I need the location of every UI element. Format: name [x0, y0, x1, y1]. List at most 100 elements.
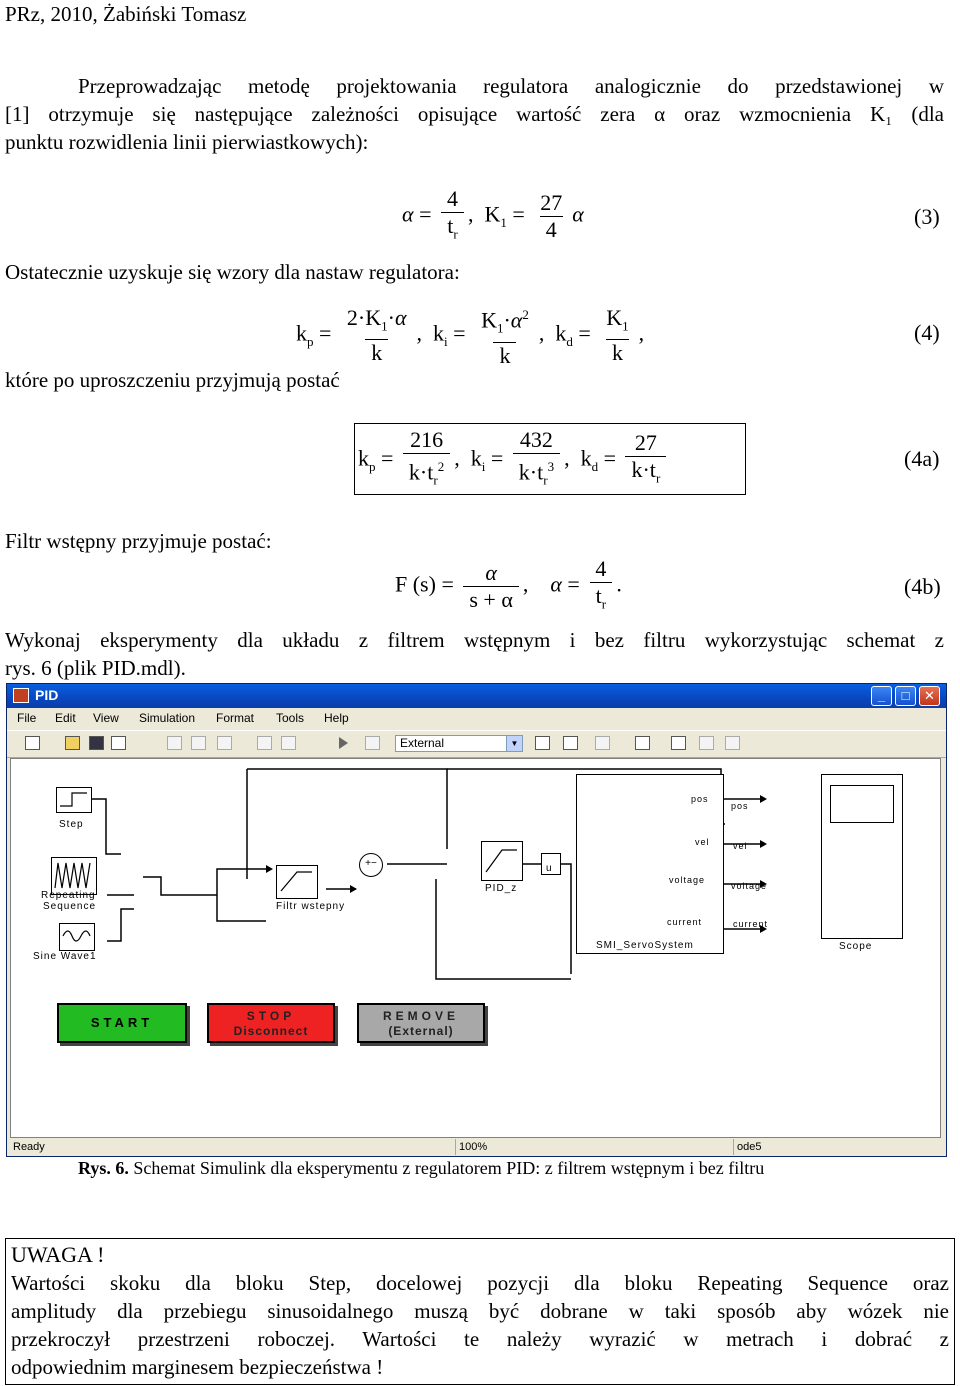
library-browser-icon[interactable]: [635, 736, 650, 750]
equation-4-number: (4): [914, 320, 940, 345]
paste-icon[interactable]: [217, 736, 232, 750]
menu-bar: File Edit View Simulation Format Tools H…: [7, 708, 946, 728]
equation-4b-number: (4b): [904, 574, 941, 599]
copy-icon[interactable]: [191, 736, 206, 750]
stop-label: STOP: [246, 1009, 296, 1023]
chevron-down-icon[interactable]: ▼: [506, 736, 522, 751]
page-header: PRz, 2010, Żabiński Tomasz: [5, 2, 247, 26]
caption-text: Schemat Simulink dla eksperymentu z regu…: [128, 1158, 765, 1178]
menu-tools[interactable]: Tools: [276, 711, 305, 725]
prefilter-block[interactable]: [276, 865, 318, 899]
smi-port-vel: vel: [695, 837, 710, 847]
warning-line-3: przekroczył przestrzeni roboczej. Wartoś…: [11, 1327, 949, 1351]
warning-box: UWAGA ! Wartości skoku dla bloku Step, d…: [5, 1238, 955, 1385]
build-icon[interactable]: [563, 736, 578, 750]
remove-label: REMOVE: [382, 1009, 459, 1023]
intro-line-1: Przeprowadzając metodę projektowania reg…: [78, 74, 944, 98]
scope-label: Scope: [839, 941, 873, 952]
maximize-icon[interactable]: □: [895, 686, 916, 706]
scope-in-current: current: [733, 919, 769, 929]
text-final: Ostatecznie uzyskuje się wzory dla nasta…: [5, 260, 460, 284]
disconnect-label: Disconnect: [233, 1024, 309, 1038]
scope-screen-icon: [830, 785, 894, 823]
window-titlebar[interactable]: PID _ □ ✕: [7, 684, 946, 708]
minimize-icon[interactable]: _: [871, 686, 892, 706]
task-line-1: Wykonaj eksperymenty dla układu z filtre…: [5, 628, 944, 652]
repeating-label-2: Sequence: [43, 901, 97, 912]
smi-port-voltage: voltage: [669, 875, 706, 885]
external-label: (External): [388, 1024, 454, 1038]
new-icon[interactable]: [25, 736, 40, 750]
prefilter-label: Filtr wstepny: [276, 901, 346, 912]
go-to-parent-icon[interactable]: [699, 736, 714, 750]
status-ready: Ready: [13, 1141, 45, 1153]
step-block[interactable]: [56, 787, 92, 813]
intro-line-2: [1] otrzymuje się następujące zależności…: [5, 102, 944, 126]
simulink-app-icon: [13, 688, 29, 703]
scope-in-pos: pos: [731, 801, 749, 811]
smi-servo-block[interactable]: [576, 774, 724, 954]
repeating-label-1: Repeating: [41, 890, 96, 901]
pid-block[interactable]: [481, 841, 523, 881]
menu-edit[interactable]: Edit: [55, 711, 76, 725]
text-filter: Filtr wstępny przyjmuje postać:: [5, 529, 272, 553]
undo-icon[interactable]: [257, 736, 272, 750]
equation-4a-number: (4a): [904, 446, 940, 471]
menu-format[interactable]: Format: [216, 711, 255, 725]
window-title: PID: [35, 687, 59, 703]
signal-lines: [91, 768, 767, 980]
sine-wave-label: Sine Wave1: [33, 951, 97, 962]
model-explorer-icon[interactable]: [671, 736, 686, 750]
smi-label: SMI_ServoSystem: [596, 940, 694, 951]
scope-in-voltage: voltage: [731, 881, 768, 891]
simulation-mode-value: External: [400, 736, 445, 750]
pid-label: PID_z: [485, 883, 518, 894]
text-simplified: które po uproszczeniu przyjmują postać: [5, 368, 340, 392]
scope-in-vel: vel: [733, 841, 748, 851]
start-button[interactable]: START: [57, 1003, 187, 1043]
play-icon[interactable]: [339, 737, 348, 749]
warning-title: UWAGA !: [11, 1242, 105, 1267]
debug-icon[interactable]: [725, 736, 740, 750]
sum-block[interactable]: +−: [359, 853, 383, 877]
status-bar: Ready 100% ode5: [7, 1138, 946, 1156]
simulation-mode-select[interactable]: External ▼: [395, 735, 523, 752]
u-label: u: [546, 863, 553, 874]
warning-line-2: amplitudy dla przebiegu sinusoidalnego m…: [11, 1299, 949, 1323]
model-canvas[interactable]: Step Repeating Sequence Sine Wave1 Filtr…: [10, 758, 941, 1138]
print-icon[interactable]: [111, 736, 126, 750]
remove-external-button[interactable]: REMOVE (External): [357, 1003, 485, 1043]
connect-icon[interactable]: [535, 736, 550, 750]
stop-disconnect-button[interactable]: STOP Disconnect: [207, 1003, 335, 1043]
equation-4a-box: [354, 423, 746, 495]
stop-icon[interactable]: [365, 736, 380, 750]
smi-port-pos: pos: [691, 794, 709, 804]
update-icon[interactable]: [595, 736, 610, 750]
simulink-window: PID _ □ ✕ File Edit View Simulation Form…: [6, 683, 947, 1157]
figure-caption: Rys. 6. Schemat Simulink dla eksperyment…: [78, 1158, 764, 1179]
menu-simulation[interactable]: Simulation: [139, 711, 196, 725]
close-icon[interactable]: ✕: [919, 686, 940, 706]
repeating-sequence-block[interactable]: [51, 857, 97, 895]
redo-icon[interactable]: [281, 736, 296, 750]
menu-view[interactable]: View: [93, 711, 119, 725]
menu-help[interactable]: Help: [324, 711, 349, 725]
equation-3-number: (3): [914, 204, 940, 229]
sine-wave-block[interactable]: [59, 923, 95, 951]
u-block[interactable]: [541, 853, 561, 875]
open-icon[interactable]: [65, 736, 80, 750]
toolbar: External ▼: [7, 730, 946, 758]
warning-line-1: Wartości skoku dla bloku Step, docelowej…: [11, 1271, 949, 1295]
smi-port-current: current: [667, 917, 703, 927]
menu-file[interactable]: File: [17, 711, 37, 725]
save-icon[interactable]: [89, 736, 104, 750]
cut-icon[interactable]: [167, 736, 182, 750]
intro-line-3: punktu rozwidlenia linii pierwiastkowych…: [5, 130, 369, 154]
status-zoom: 100%: [459, 1141, 488, 1153]
status-solver: ode5: [737, 1141, 762, 1153]
scope-block[interactable]: [821, 774, 903, 939]
